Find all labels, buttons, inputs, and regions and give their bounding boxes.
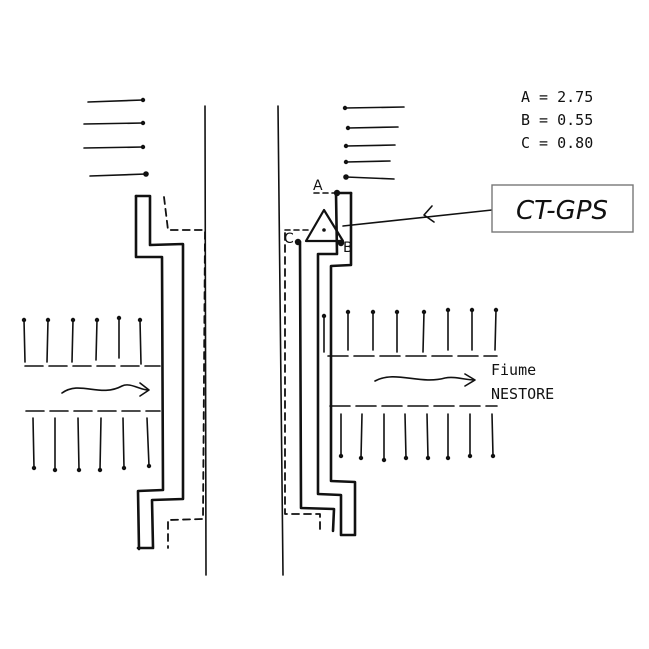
point-b-label: B <box>343 240 353 256</box>
legend-line-a: A = 2.75 <box>521 88 593 106</box>
ct-gps-callout: CT-GPS <box>342 184 634 233</box>
right-river-upper-hatching <box>321 307 499 357</box>
point-a-label: A <box>313 178 323 194</box>
left-river-lower-hatching <box>25 410 161 473</box>
legend-line-c: C = 0.80 <box>521 134 593 152</box>
river-name: Fiume NESTORE <box>491 361 554 403</box>
left-top-hatching <box>83 97 149 177</box>
point-c-marker <box>294 238 302 246</box>
point-a-marker <box>333 189 341 197</box>
left-bridge-wall <box>134 194 206 551</box>
survey-points: A B C <box>284 178 353 256</box>
measurement-legend: A = 2.75 B = 0.55 C = 0.80 <box>521 88 593 152</box>
ct-gps-box <box>491 184 634 233</box>
road-edges <box>204 105 284 576</box>
river-name-line1: Fiume <box>491 361 536 379</box>
point-c-label: C <box>284 231 294 247</box>
river-name-line2: NESTORE <box>491 385 554 403</box>
left-river-flow-arrow <box>61 382 150 397</box>
ct-gps-label: CT-GPS <box>516 196 608 226</box>
right-river-lower-hatching <box>329 405 498 463</box>
left-river-upper-hatching <box>21 315 161 367</box>
gps-triangle-icon <box>304 208 345 243</box>
right-top-hatching <box>342 105 405 180</box>
legend-line-b: B = 0.55 <box>521 111 593 129</box>
right-river-flow-arrow <box>374 373 476 387</box>
